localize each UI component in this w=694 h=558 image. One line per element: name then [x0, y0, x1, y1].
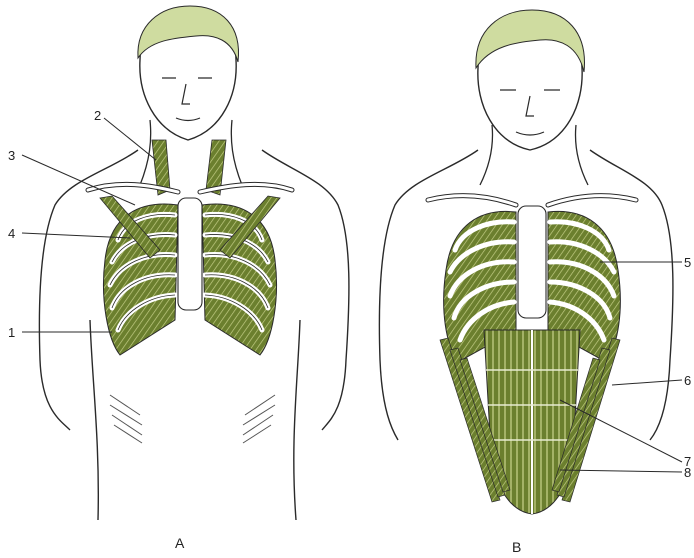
- sternum-a: [178, 198, 202, 310]
- panel-b: 5 6 7 8 B: [379, 10, 691, 555]
- panel-a: 1 2 3 4 A: [8, 6, 349, 551]
- callout-2: 2: [94, 108, 101, 123]
- sternum-b: [518, 206, 546, 318]
- ribcage-a: [100, 196, 280, 355]
- panel-caption-a: A: [175, 535, 185, 551]
- callout-6: 6: [684, 373, 691, 388]
- panel-caption-b: B: [512, 539, 521, 555]
- abdominal-lines-a: [110, 395, 275, 443]
- callout-8: 8: [684, 465, 691, 480]
- leader-line-6: [612, 380, 682, 385]
- callout-5: 5: [684, 255, 691, 270]
- clavicles-b: [428, 196, 636, 205]
- callout-4: 4: [8, 226, 15, 241]
- callout-1: 1: [8, 325, 15, 340]
- leader-line-2: [104, 118, 156, 160]
- callout-3: 3: [8, 148, 15, 163]
